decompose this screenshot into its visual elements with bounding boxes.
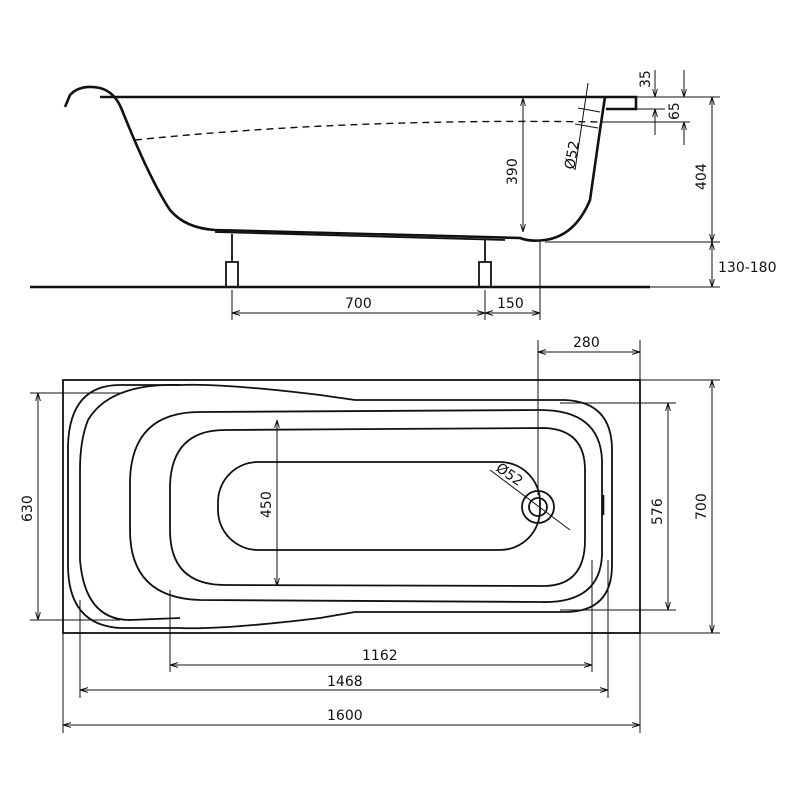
dim-700: 700	[345, 296, 372, 312]
tub-side-profile	[63, 85, 638, 242]
dim-280: 280	[573, 335, 600, 351]
plan-view: Ø52 280 630 450 576 700 1162 1468 1600	[20, 335, 720, 733]
dim-35: 35	[638, 70, 654, 88]
dim-1162: 1162	[362, 648, 398, 664]
dim-390: 390	[505, 158, 521, 185]
dim-overflow-d52-plan: Ø52	[493, 460, 526, 490]
leg-right	[478, 240, 492, 288]
dim-630: 630	[20, 495, 36, 522]
tub-slope	[169, 427, 586, 587]
dim-150: 150	[497, 296, 524, 312]
dim-overflow-d52-side: Ø52	[562, 140, 583, 171]
dim-65: 65	[667, 102, 683, 120]
leg-left	[225, 234, 239, 288]
dim-130-180: 130-180	[718, 260, 777, 276]
drain-inner	[528, 497, 548, 517]
dim-1600: 1600	[327, 708, 363, 724]
dim-700-width: 700	[694, 493, 710, 520]
tub-bottom	[217, 461, 541, 551]
side-view: 700 150 390 404 130-180 35 65 Ø52	[30, 70, 777, 320]
dim-576: 576	[650, 498, 666, 525]
headrest-outline	[79, 384, 181, 621]
tub-shell-outline	[67, 383, 613, 630]
tub-inner-rim	[129, 409, 603, 603]
water-line	[134, 120, 601, 141]
dim-450: 450	[259, 491, 275, 518]
tub-outer-rim	[62, 379, 641, 634]
tub-base-frame	[214, 231, 506, 241]
dim-1468: 1468	[327, 674, 363, 690]
drain-outer	[521, 490, 555, 524]
dim-404: 404	[694, 163, 710, 190]
